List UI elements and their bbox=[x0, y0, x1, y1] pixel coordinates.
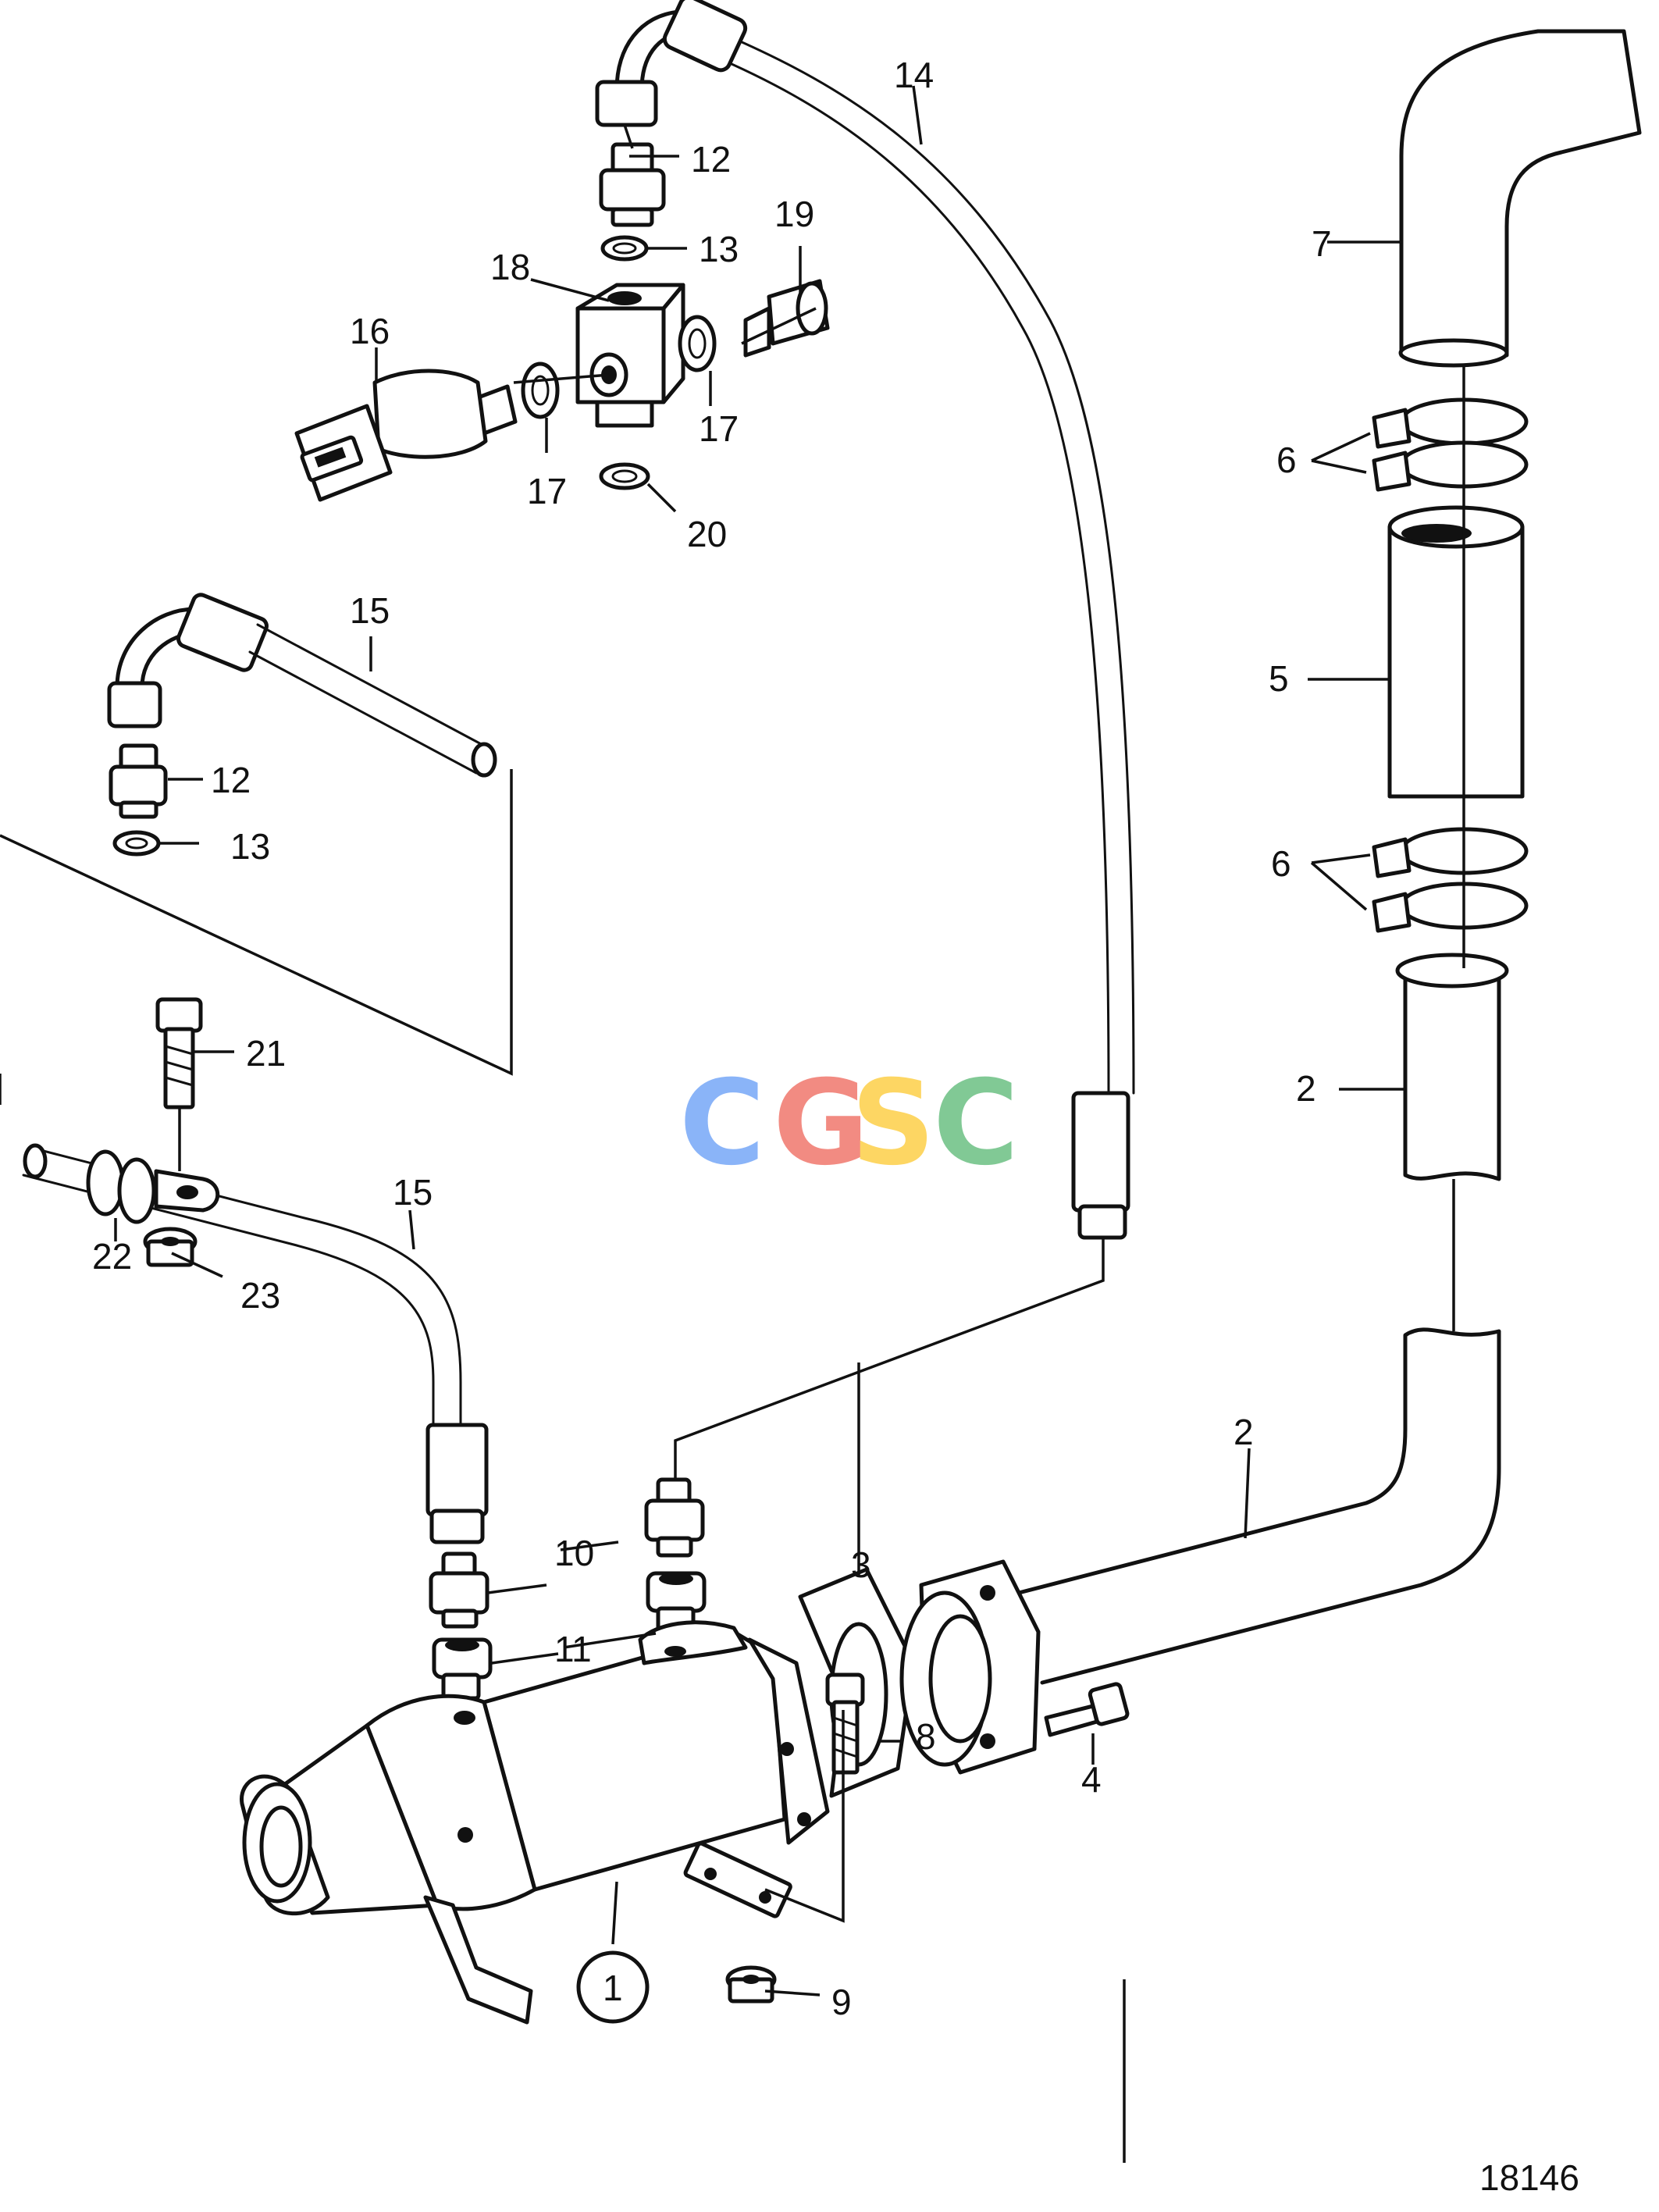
callout-12-left: 12 bbox=[211, 760, 251, 800]
watermark: C G S C bbox=[679, 1056, 1019, 1191]
nut-23 bbox=[143, 1227, 198, 1267]
callout-3: 3 bbox=[851, 1544, 871, 1585]
callout-10: 10 bbox=[554, 1533, 594, 1573]
washer-17-right bbox=[678, 315, 717, 372]
callout-13-left: 13 bbox=[230, 826, 270, 867]
plug-19 bbox=[743, 279, 830, 358]
figure-number: 18146 bbox=[1479, 2157, 1579, 2198]
pipe-15-lower bbox=[22, 1143, 489, 1544]
heat-exchanger-1 bbox=[240, 1620, 830, 2025]
washer-13-top bbox=[600, 235, 649, 262]
callout-6-upper: 6 bbox=[1276, 440, 1297, 480]
pipe-15-upper bbox=[107, 593, 497, 778]
callout-15-upper: 15 bbox=[350, 590, 390, 631]
callout-12-top: 12 bbox=[691, 139, 731, 180]
callout-4: 4 bbox=[1081, 1759, 1102, 1800]
callout-11: 11 bbox=[554, 1629, 592, 1669]
watermark-letter-2: G bbox=[773, 1056, 869, 1191]
callout-6-lower: 6 bbox=[1271, 843, 1291, 884]
bolt-21 bbox=[155, 997, 203, 1110]
callout-1: 1 bbox=[603, 1968, 623, 2008]
tee-block-18 bbox=[575, 283, 685, 428]
callout-2-upper: 2 bbox=[1296, 1068, 1316, 1109]
callout-17-right: 17 bbox=[699, 408, 739, 449]
callout-22: 22 bbox=[92, 1236, 132, 1277]
washer-17-left bbox=[521, 362, 560, 419]
callout-8: 8 bbox=[916, 1716, 936, 1757]
nut-9 bbox=[725, 1965, 777, 2004]
callout-2-lower: 2 bbox=[1234, 1412, 1254, 1452]
hose-clamps-6-lower bbox=[1372, 827, 1529, 933]
callout-5: 5 bbox=[1269, 658, 1289, 699]
hose-clamps-6-upper bbox=[1372, 397, 1529, 492]
detail-outline bbox=[0, 769, 513, 1105]
flange bbox=[899, 1559, 1041, 1775]
callout-19: 19 bbox=[774, 194, 814, 234]
pipe-2 bbox=[1016, 953, 1509, 1685]
callout-23: 23 bbox=[240, 1275, 280, 1316]
clamp-22 bbox=[86, 1149, 220, 1224]
fitting-10-right bbox=[644, 1477, 705, 1558]
pipe-14 bbox=[595, 0, 1135, 1240]
callout-20: 20 bbox=[687, 514, 727, 554]
sleeve-5 bbox=[1387, 505, 1525, 799]
callout-17-left: 17 bbox=[527, 471, 567, 511]
bolt-4 bbox=[1044, 1682, 1130, 1737]
fitting-10-left bbox=[429, 1551, 490, 1629]
callout-7: 7 bbox=[1312, 223, 1332, 264]
callout-15-lower: 15 bbox=[393, 1172, 433, 1213]
pressure-sensor-16 bbox=[294, 369, 518, 502]
callout-14: 14 bbox=[894, 55, 934, 95]
hose-7 bbox=[1398, 29, 1642, 368]
callout-21: 21 bbox=[246, 1033, 286, 1074]
washer-20 bbox=[599, 462, 650, 490]
bolt-8 bbox=[825, 1672, 865, 1775]
callout-18: 18 bbox=[490, 247, 530, 287]
washer-13-left bbox=[112, 830, 161, 857]
fitting-12-left bbox=[109, 743, 168, 819]
leader-lines bbox=[114, 85, 1465, 2163]
callout-9: 9 bbox=[831, 1982, 852, 2022]
callout-16: 16 bbox=[350, 311, 390, 351]
callout-circle-1 bbox=[576, 1950, 650, 2024]
watermark-letter-4: C bbox=[933, 1056, 1019, 1191]
watermark-letter-3: S bbox=[851, 1056, 935, 1191]
callout-labels: 1 2 2 3 4 5 6 6 7 8 9 10 11 12 12 13 13 … bbox=[92, 55, 1332, 2024]
fitting-11-left bbox=[432, 1637, 493, 1701]
callout-13-top: 13 bbox=[699, 229, 739, 269]
watermark-letter-1: C bbox=[679, 1056, 765, 1191]
